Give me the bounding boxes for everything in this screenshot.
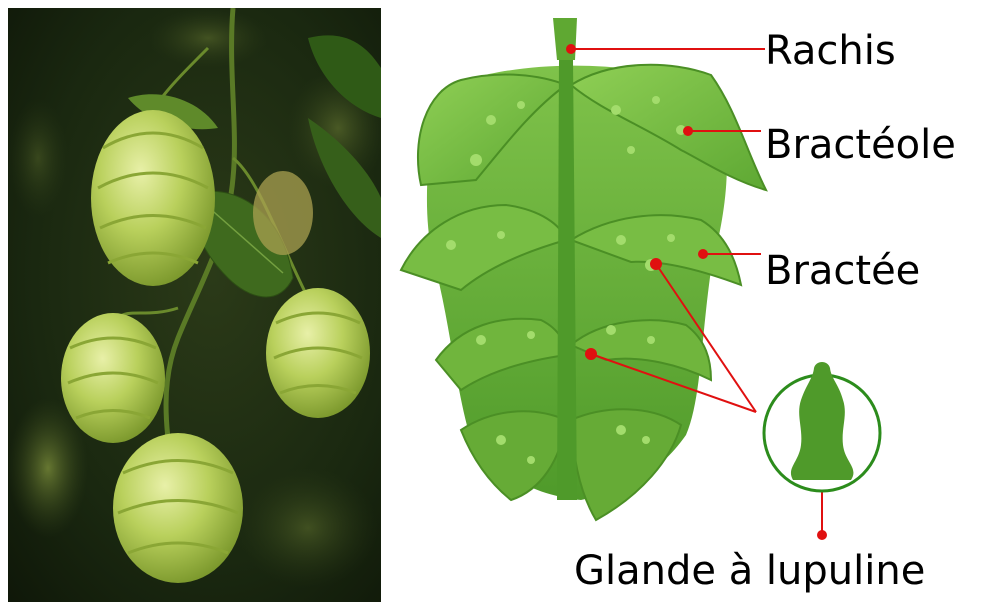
lupulin-gland-magnified (764, 362, 880, 491)
label-glande: Glande à lupuline (574, 548, 925, 594)
hop-cone-diagram: Rachis Bractéole Bractée Glande à lupuli… (381, 0, 981, 602)
hop-cone-illustration (401, 18, 766, 520)
label-bracteole: Bractéole (765, 122, 956, 168)
hop-cone-photo-middle-right (266, 288, 370, 418)
hop-cone-photo-small (253, 171, 313, 255)
gland-point-bottom (818, 531, 826, 539)
hop-cone-photo-middle-left (61, 313, 165, 443)
hop-plant-photo (8, 8, 381, 602)
hop-cone-photo-bottom (113, 433, 243, 583)
label-bractee: Bractée (765, 248, 920, 294)
hop-cone-photo-top (91, 110, 215, 286)
label-rachis: Rachis (765, 28, 896, 74)
